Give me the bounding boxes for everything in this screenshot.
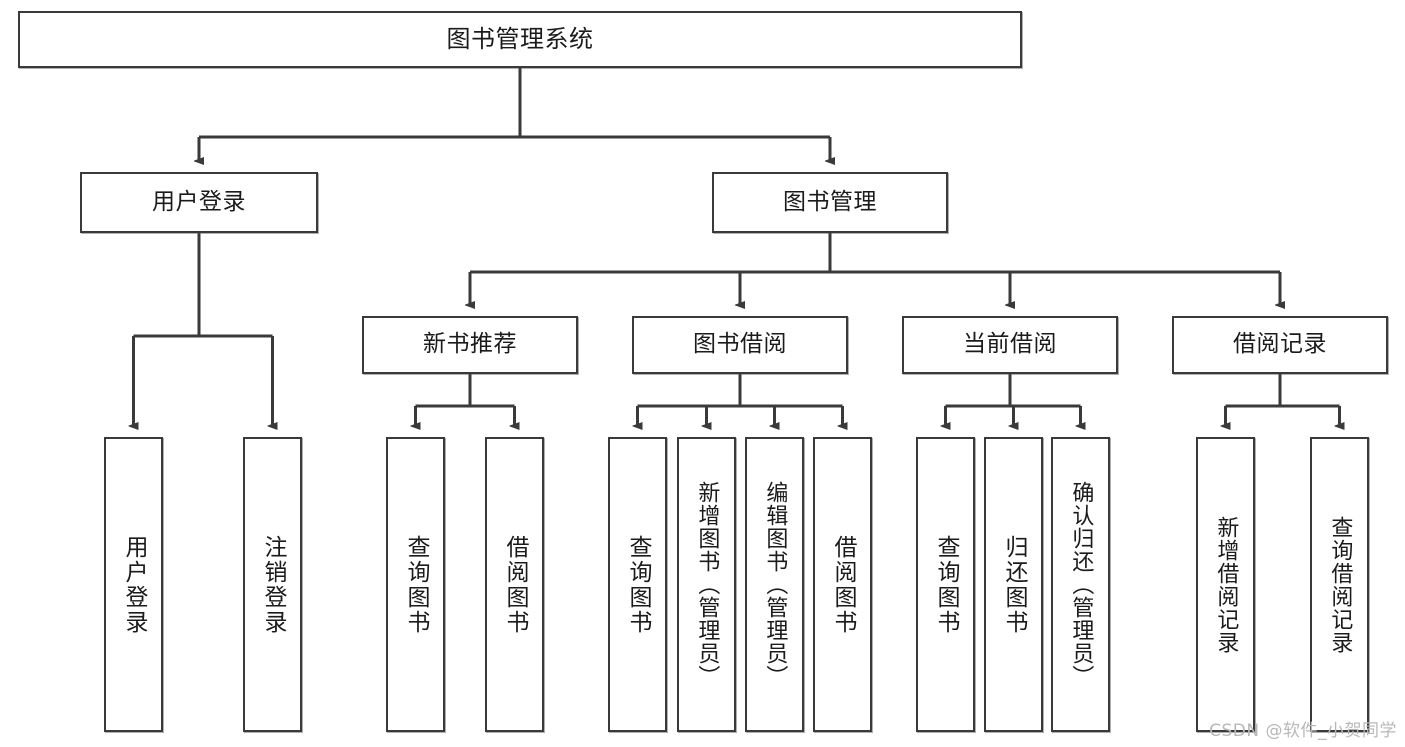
node-label-leaf-logout: 注销登录 (259, 534, 286, 635)
node-label-leaf-bb-borrow: 借阅图书 (829, 534, 856, 635)
node-root[interactable]: 图书管理系统 (18, 11, 1022, 68)
node-label-leaf-login: 用户登录 (120, 534, 147, 635)
node-label-leaf-rec-borrow: 借阅图书 (501, 534, 528, 635)
node-label-leaf-br-query: 查询借阅记录 (1327, 515, 1353, 654)
node-book-borrow[interactable]: 图书借阅 (632, 316, 848, 374)
node-label-leaf-bb-edit: 编辑图书（管理员） (762, 481, 788, 688)
node-leaf-bb-add[interactable]: 新增图书（管理员） (677, 437, 736, 732)
node-label-leaf-br-add: 新增借阅记录 (1213, 515, 1239, 654)
node-label-book-mgmt: 图书管理 (783, 188, 877, 215)
node-current-borrow[interactable]: 当前借阅 (902, 316, 1118, 374)
node-leaf-bb-borrow[interactable]: 借阅图书 (813, 437, 872, 732)
node-label-leaf-bb-query: 查询图书 (624, 534, 651, 635)
node-label-leaf-bb-add: 新增图书（管理员） (694, 481, 720, 688)
node-new-book-rec[interactable]: 新书推荐 (362, 316, 578, 374)
node-leaf-bb-edit[interactable]: 编辑图书（管理员） (745, 437, 804, 732)
node-leaf-cb-return[interactable]: 归还图书 (984, 437, 1043, 732)
node-leaf-bb-query[interactable]: 查询图书 (608, 437, 667, 732)
node-leaf-cb-query[interactable]: 查询图书 (916, 437, 975, 732)
node-leaf-br-query[interactable]: 查询借阅记录 (1310, 437, 1369, 732)
node-leaf-login[interactable]: 用户登录 (104, 437, 163, 732)
node-borrow-record[interactable]: 借阅记录 (1172, 316, 1388, 374)
node-leaf-rec-query[interactable]: 查询图书 (386, 437, 445, 732)
node-label-new-book-rec: 新书推荐 (423, 331, 517, 358)
watermark-label: CSDN @软件_小贺同学 (1209, 721, 1397, 741)
node-label-leaf-cb-return: 归还图书 (1000, 534, 1027, 635)
node-leaf-br-add[interactable]: 新增借阅记录 (1196, 437, 1255, 732)
node-label-leaf-cb-query: 查询图书 (932, 534, 959, 635)
node-label-borrow-record: 借阅记录 (1233, 331, 1327, 358)
node-user-login[interactable]: 用户登录 (80, 172, 318, 233)
node-label-root: 图书管理系统 (446, 25, 594, 54)
node-label-book-borrow: 图书借阅 (693, 331, 787, 358)
node-book-mgmt[interactable]: 图书管理 (712, 172, 948, 233)
node-label-current-borrow: 当前借阅 (963, 331, 1057, 358)
node-label-user-login: 用户登录 (152, 188, 246, 215)
node-label-leaf-rec-query: 查询图书 (402, 534, 429, 635)
node-label-leaf-cb-confirm: 确认归还（管理员） (1068, 481, 1094, 688)
node-leaf-logout[interactable]: 注销登录 (243, 437, 302, 732)
node-leaf-cb-confirm[interactable]: 确认归还（管理员） (1051, 437, 1110, 732)
node-leaf-rec-borrow[interactable]: 借阅图书 (485, 437, 544, 732)
